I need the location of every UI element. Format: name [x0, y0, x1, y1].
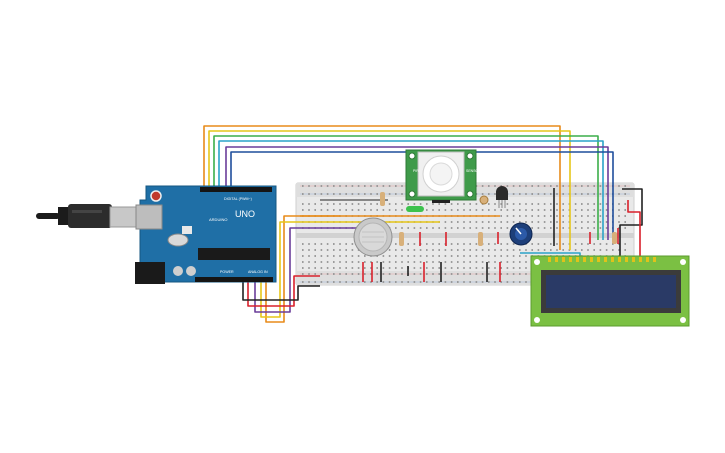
- arduino-digital-header-label: DIGITAL (PWM~): [224, 197, 252, 201]
- wire-orange-bottom: [265, 215, 500, 323]
- arduino-analog-header-label: ANALOG IN: [248, 270, 268, 274]
- wire-purple-bottom: [254, 227, 360, 313]
- green-led[interactable]: [406, 206, 424, 212]
- wire-red-bottom: [247, 275, 320, 307]
- pir-left-label: PIR: [413, 169, 419, 173]
- arduino-brand-label: ARDUINO: [209, 217, 227, 222]
- temperature-sensor-icon[interactable]: [496, 186, 508, 208]
- wire-cyan-top: [218, 140, 604, 240]
- lcd-pin-header: [548, 257, 656, 262]
- arduino-power-header-label: POWER: [220, 270, 234, 274]
- arduino-uno-board[interactable]: UNO ARDUINO DIGITAL (PWM~) POWER ANALOG …: [135, 185, 277, 284]
- resistor[interactable]: [380, 192, 617, 246]
- wire-black-lcd: [619, 188, 643, 268]
- lcd-16x2-display[interactable]: [530, 255, 690, 327]
- wire-black-bottom: [242, 282, 320, 301]
- wire-red-lcd: [627, 200, 641, 268]
- wire-purple-top: [225, 146, 609, 240]
- gas-sensor-icon[interactable]: [353, 217, 393, 257]
- pir-sensor[interactable]: PIR SENSOR: [405, 149, 481, 203]
- potentiometer-knob-icon[interactable]: [509, 222, 533, 246]
- arduino-model-label: UNO: [235, 209, 255, 219]
- wire-orange-top: [203, 125, 561, 250]
- usb-cable-icon: [36, 204, 141, 228]
- wire-green-top: [213, 135, 599, 240]
- wire-yellow-top: [208, 130, 571, 250]
- photoresistor[interactable]: [479, 195, 489, 205]
- wires: [203, 125, 643, 323]
- pir-right-label: SENSOR: [466, 169, 481, 173]
